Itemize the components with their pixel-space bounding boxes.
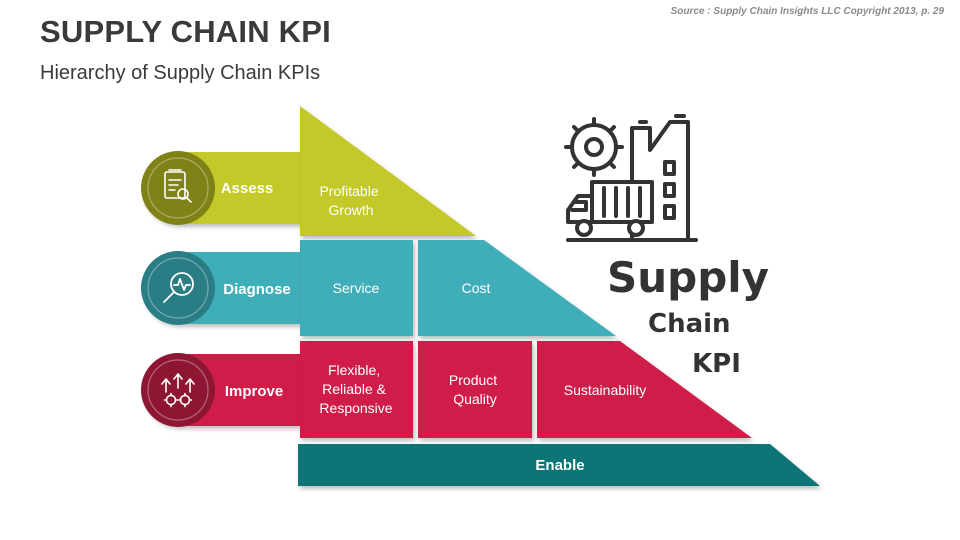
- diagnose-icon-outer-circle: [141, 251, 215, 325]
- row-enable: Enable: [298, 444, 820, 486]
- row-label-improve: Improve: [225, 383, 283, 400]
- assess-icon-inner-circle: [147, 157, 209, 219]
- diagnose-cell-service: [300, 240, 413, 336]
- magnifier-pulse-icon: [163, 272, 194, 303]
- row-label-diagnose: Diagnose: [223, 281, 291, 298]
- improve-icon-outer-circle: [141, 353, 215, 427]
- page-subtitle: Hierarchy of Supply Chain KPIs: [40, 62, 321, 84]
- enable-label: Enable: [535, 457, 584, 474]
- assess-icon-outer-circle: [141, 151, 215, 225]
- diagnose-cell-cost: [418, 240, 616, 336]
- improve-cell-flexible: [300, 341, 413, 438]
- row-diagnose: Diagnose Service Cost: [141, 240, 616, 336]
- illustration-supply: Supply: [607, 253, 769, 302]
- row-improve: Improve Flexible, Reliable & Responsive …: [141, 341, 752, 438]
- page-title: SUPPLY CHAIN KPI: [40, 14, 331, 49]
- cell-product-quality: Product Quality: [449, 372, 501, 407]
- row-label-assess: Assess: [221, 180, 274, 197]
- assess-cell-profitable-growth: [300, 106, 476, 236]
- factory-truck-gear-icon: [564, 114, 698, 242]
- improve-icon-inner-circle: [147, 359, 209, 421]
- diagnose-icon-inner-circle: [147, 257, 209, 319]
- gear-icon: [564, 117, 624, 177]
- row-assess: Assess Profitable Growth: [141, 106, 476, 236]
- cell-cost: Cost: [462, 280, 491, 296]
- factory-outline: [630, 120, 690, 242]
- cell-flexible-reliable-responsive: Flexible, Reliable & Responsive: [319, 362, 392, 416]
- improve-cell-sustainability: [537, 341, 752, 438]
- truck-icon: [566, 180, 654, 237]
- illustration-kpi: KPI: [692, 349, 741, 379]
- enable-bar: [298, 444, 820, 486]
- cell-service: Service: [333, 280, 380, 296]
- improve-cell-product-quality: [418, 341, 532, 438]
- illustration-chain: Chain: [648, 309, 731, 339]
- cell-sustainability: Sustainability: [564, 382, 647, 398]
- cell-profitable-growth: Profitable Growth: [319, 183, 382, 218]
- source-note: Source : Supply Chain Insights LLC Copyr…: [670, 6, 944, 17]
- document-search-icon: [164, 169, 192, 203]
- growth-gears-icon: [161, 373, 195, 408]
